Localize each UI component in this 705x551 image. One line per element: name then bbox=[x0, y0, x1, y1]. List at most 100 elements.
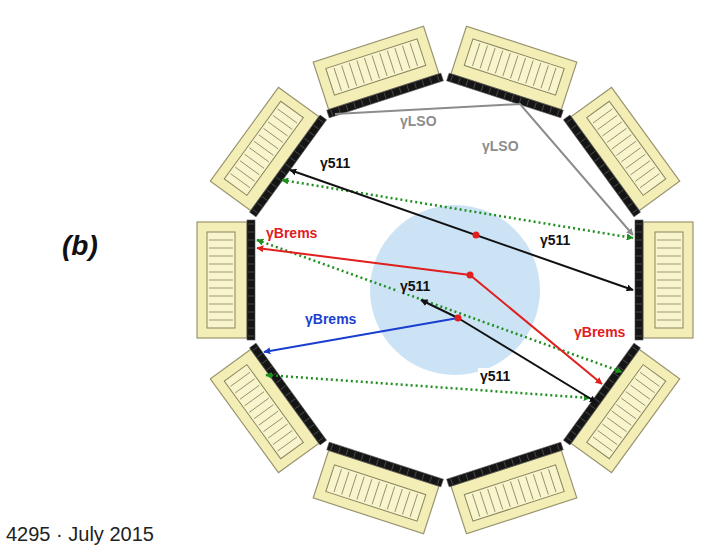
crystal-divider bbox=[377, 459, 379, 465]
module-electronics bbox=[326, 465, 426, 521]
cell-divider bbox=[364, 58, 371, 81]
detector-module bbox=[563, 343, 680, 474]
cell-divider bbox=[410, 494, 417, 517]
gamma-label: γBrems bbox=[572, 324, 627, 340]
crystal-divider bbox=[576, 132, 581, 136]
crystal-divider bbox=[557, 444, 559, 450]
crystal-divider bbox=[248, 288, 254, 289]
emission-point bbox=[467, 272, 474, 279]
crystal-divider bbox=[519, 457, 521, 463]
crystal-divider bbox=[309, 132, 314, 136]
gamma-label: γ511 bbox=[478, 368, 512, 384]
crystal-divider bbox=[430, 476, 432, 482]
crystal-divider bbox=[512, 459, 514, 465]
crystal-divider bbox=[399, 467, 401, 473]
crystal-divider bbox=[458, 476, 460, 482]
crystal-divider bbox=[262, 360, 267, 364]
cell-divider bbox=[657, 296, 681, 297]
cell-divider bbox=[209, 280, 233, 281]
cell-divider bbox=[657, 248, 681, 249]
crystal-divider bbox=[331, 110, 333, 116]
crystal-divider bbox=[600, 164, 605, 168]
scintillator-face bbox=[247, 220, 255, 340]
crystal-divider bbox=[595, 158, 600, 162]
gamma-label: γ511 bbox=[398, 278, 432, 294]
cell-divider bbox=[657, 280, 681, 281]
cell-divider bbox=[657, 320, 681, 321]
crystal-divider bbox=[338, 447, 340, 453]
cell-divider bbox=[342, 65, 349, 88]
crystal-divider bbox=[309, 425, 314, 429]
crystal-divider bbox=[354, 452, 356, 458]
crystal-divider bbox=[314, 125, 319, 129]
module-electronics bbox=[587, 365, 666, 459]
cell-divider bbox=[209, 272, 233, 273]
crystal-divider bbox=[338, 107, 340, 113]
crystal-divider bbox=[636, 328, 642, 329]
detector-ring bbox=[197, 26, 693, 535]
crystal-divider bbox=[466, 474, 468, 480]
cell-divider bbox=[380, 484, 387, 507]
crystal-divider bbox=[304, 418, 309, 422]
module-housing bbox=[643, 222, 693, 338]
crystal-divider bbox=[489, 467, 491, 473]
cell-divider bbox=[395, 489, 402, 512]
citation-note: 4295 · July 2015 bbox=[4, 522, 156, 546]
cell-divider bbox=[472, 494, 479, 517]
cell-divider bbox=[526, 60, 533, 83]
cell-divider bbox=[526, 477, 533, 500]
cell-divider bbox=[480, 492, 487, 515]
crystal-divider bbox=[248, 248, 254, 249]
crystal-divider bbox=[590, 405, 595, 409]
crystal-divider bbox=[257, 203, 262, 207]
crystal-divider bbox=[590, 151, 595, 155]
lor-dotted bbox=[257, 240, 622, 372]
crystal-divider bbox=[384, 93, 386, 99]
annihilation-gamma bbox=[290, 170, 633, 290]
cell-divider bbox=[349, 63, 356, 86]
cell-divider bbox=[593, 109, 612, 123]
module-housing bbox=[197, 222, 247, 338]
module-electronics bbox=[224, 365, 303, 459]
crystal-divider bbox=[319, 438, 324, 442]
cell-divider bbox=[380, 53, 387, 76]
crystal-divider bbox=[451, 75, 453, 81]
cell-divider bbox=[511, 56, 518, 79]
crystal-divider bbox=[422, 474, 424, 480]
cell-divider bbox=[372, 482, 379, 505]
crystal-divider bbox=[392, 90, 394, 96]
cell-divider bbox=[209, 264, 233, 265]
cell-divider bbox=[503, 53, 510, 76]
cell-divider bbox=[657, 312, 681, 313]
crystal-divider bbox=[628, 203, 633, 207]
cell-divider bbox=[357, 477, 364, 500]
cell-divider bbox=[387, 487, 394, 510]
crystal-divider bbox=[623, 197, 628, 201]
crystal-divider bbox=[295, 405, 300, 409]
crystal-divider bbox=[623, 360, 628, 364]
module-electronics bbox=[655, 232, 683, 328]
crystal-divider bbox=[466, 80, 468, 86]
crystal-divider bbox=[286, 164, 291, 168]
crystal-divider bbox=[636, 336, 642, 337]
cell-divider bbox=[209, 240, 233, 241]
crystal-divider bbox=[636, 312, 642, 313]
crystal-divider bbox=[609, 379, 614, 383]
cell-divider bbox=[472, 43, 479, 66]
crystal-divider bbox=[248, 328, 254, 329]
crystal-divider bbox=[248, 256, 254, 257]
module-electronics bbox=[326, 39, 426, 95]
crystal-divider bbox=[369, 457, 371, 463]
crystal-divider bbox=[314, 431, 319, 435]
crystal-divider bbox=[571, 125, 576, 129]
crystal-divider bbox=[451, 479, 453, 485]
crystal-divider bbox=[550, 447, 552, 453]
lor-dotted bbox=[266, 375, 590, 398]
detector-module bbox=[635, 220, 693, 340]
crystal-divider bbox=[346, 105, 348, 111]
crystal-divider bbox=[604, 386, 609, 390]
crystal-divider bbox=[628, 353, 633, 357]
crystal-divider bbox=[300, 412, 305, 416]
crystal-divider bbox=[632, 210, 637, 214]
brems-gamma-path bbox=[264, 318, 458, 352]
